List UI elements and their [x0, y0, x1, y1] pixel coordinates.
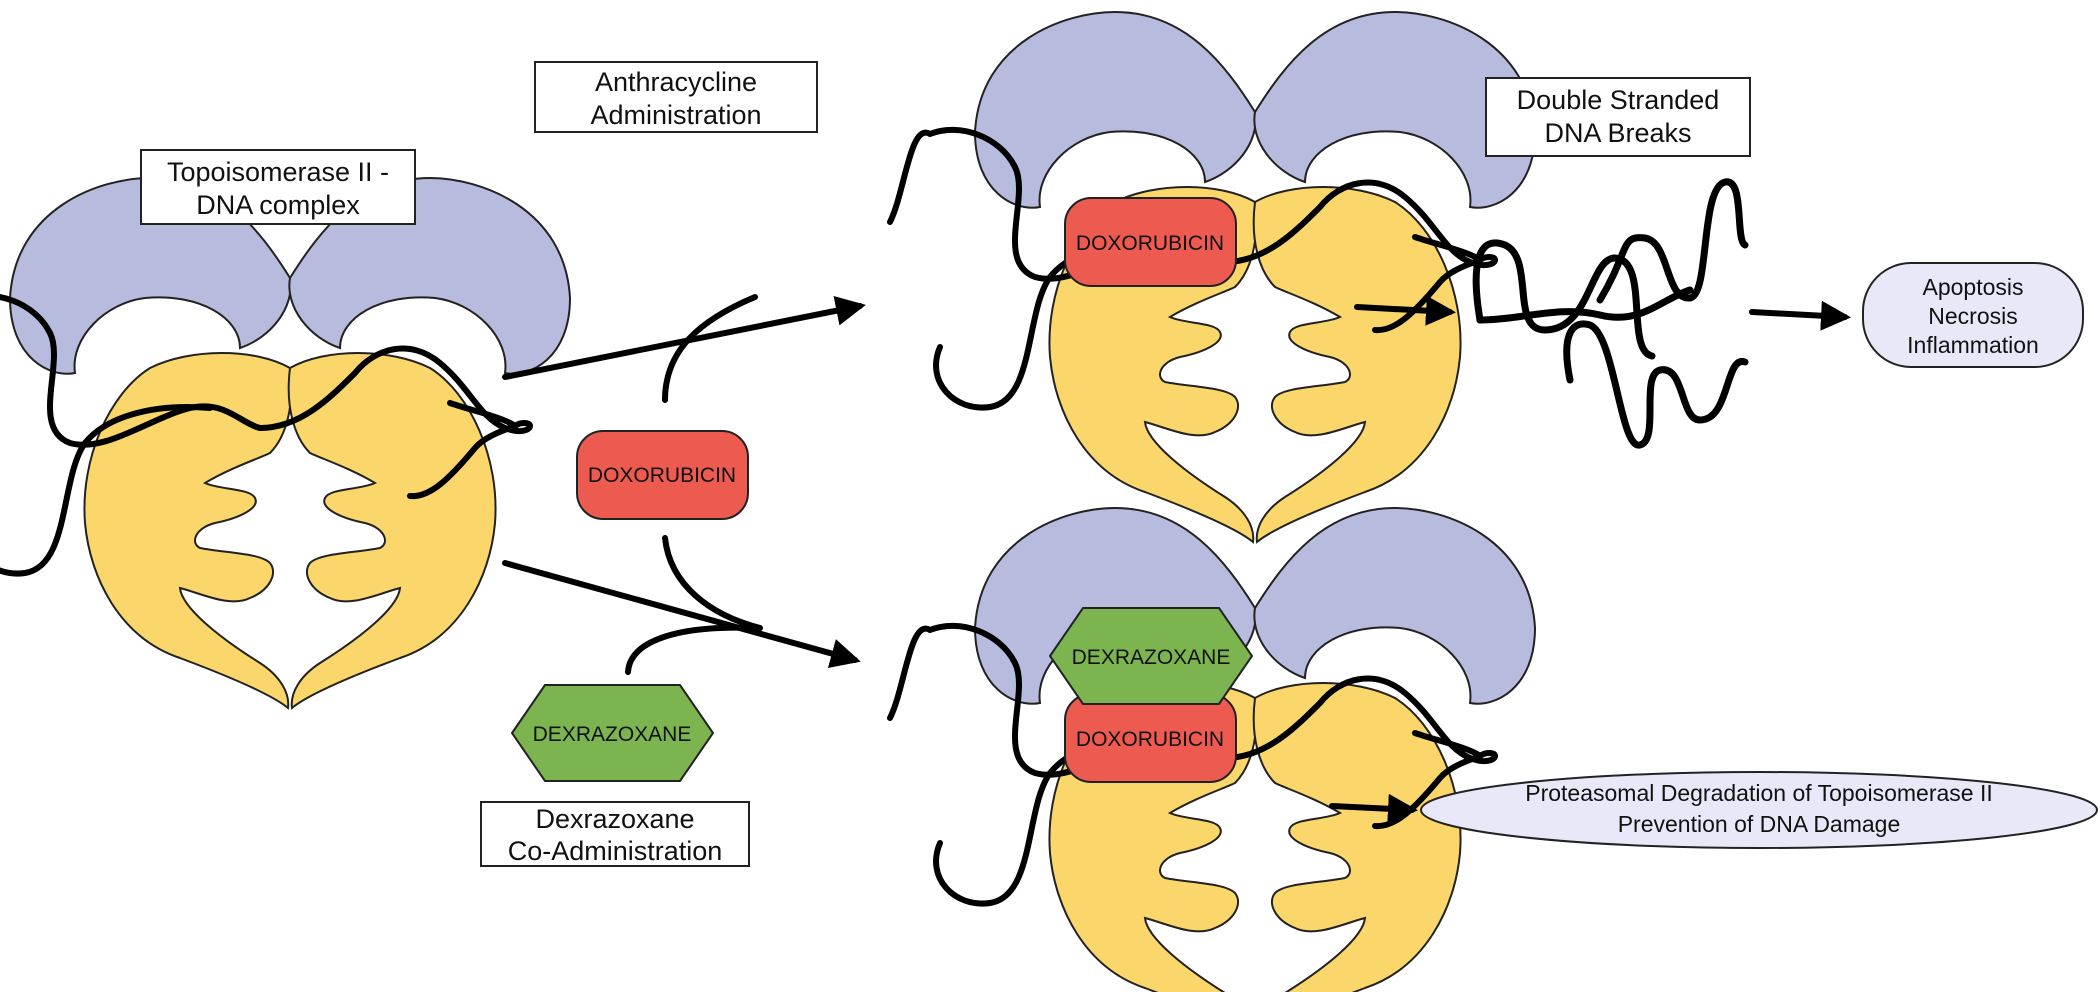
doxorubicin-merge-curve-bottom [662, 535, 763, 631]
svg-text:Apoptosis: Apoptosis [1922, 274, 2023, 300]
svg-text:Topoisomerase II -: Topoisomerase II - [167, 157, 389, 187]
doxorubicin-bound-bottom-label: DOXORUBICIN [1076, 728, 1224, 751]
svg-text:Anthracycline: Anthracycline [595, 67, 757, 97]
arrow-to-anthracycline-complex [502, 295, 866, 380]
dexrazoxane-bound: DEXRAZOXANE [1048, 607, 1254, 705]
arrow-to-dexrazoxane-complex [502, 560, 861, 669]
svg-text:DNA complex: DNA complex [196, 190, 360, 220]
svg-text:Dexrazoxane: Dexrazoxane [535, 804, 694, 834]
svg-text:DNA Breaks: DNA Breaks [1544, 118, 1691, 148]
pathway-arrows [502, 294, 1851, 824]
label-anthracycline: Anthracycline Administration [534, 61, 818, 133]
arrow-to-cell-death [1749, 300, 1851, 331]
label-dna-breaks: Double Stranded DNA Breaks [1485, 77, 1751, 157]
dna-break-fragments [1472, 178, 1749, 449]
arrow-to-dna-breaks [1354, 295, 1456, 326]
svg-text:Inflammation: Inflammation [1907, 332, 2039, 358]
doxorubicin-free: DOXORUBICIN [576, 430, 749, 520]
svg-text:Proteasomal Degradation of Top: Proteasomal Degradation of Topoisomerase… [1525, 780, 1993, 806]
svg-text:Administration: Administration [590, 100, 761, 130]
dexrazoxane-free-label: DEXRAZOXANE [533, 723, 692, 746]
dexrazoxane-merge-curve [625, 624, 758, 675]
doxorubicin-free-label: DOXORUBICIN [588, 464, 736, 487]
outcome-protection: Proteasomal Degradation of Topoisomerase… [1420, 771, 2098, 849]
arrow-to-protection [1329, 793, 1418, 824]
doxorubicin-merge-curve-top [662, 294, 758, 403]
doxorubicin-bound-top-label: DOXORUBICIN [1076, 232, 1224, 255]
dexrazoxane-free: DEXRAZOXANE [510, 684, 715, 782]
doxorubicin-bound-top: DOXORUBICIN [1064, 197, 1237, 287]
outcome-cell-death: Apoptosis Necrosis Inflammation [1862, 262, 2084, 368]
doxorubicin-bound-bottom: DOXORUBICIN [1064, 693, 1237, 783]
label-topoisomerase-complex: Topoisomerase II - DNA complex [140, 149, 416, 225]
topoisomerase-dna-complex [0, 177, 571, 709]
svg-text:Double Stranded: Double Stranded [1517, 85, 1720, 115]
svg-text:Necrosis: Necrosis [1928, 303, 2017, 329]
svg-text:Prevention of DNA Damage: Prevention of DNA Damage [1618, 811, 1901, 837]
label-dexrazoxane-coadmin: Dexrazoxane Co-Administration [480, 801, 750, 867]
dexrazoxane-bound-label: DEXRAZOXANE [1072, 646, 1231, 669]
svg-text:Co-Administration: Co-Administration [508, 836, 723, 866]
